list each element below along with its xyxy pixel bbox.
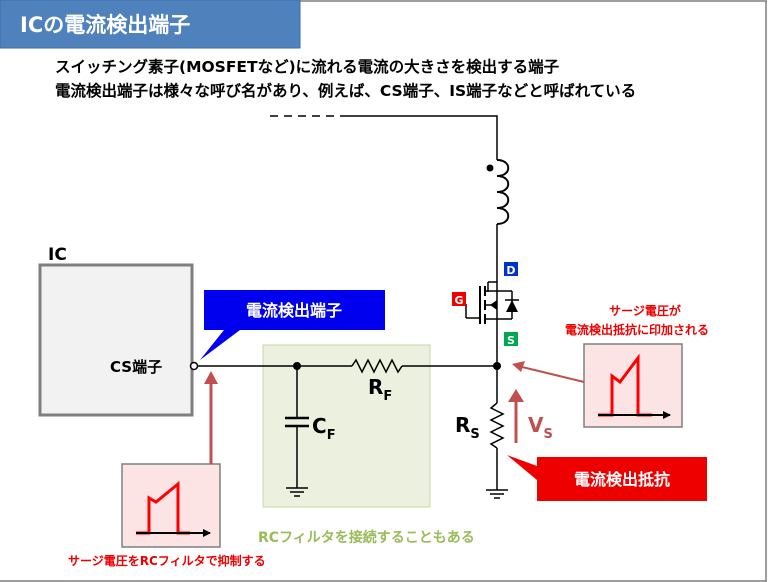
cf-ground-icon bbox=[286, 487, 308, 497]
source-label: S bbox=[507, 334, 515, 347]
rs-resistor bbox=[489, 402, 505, 449]
description-line-1: スイッチング素子(MOSFETなど)に流れる電流の大きさを検出する端子 bbox=[55, 57, 560, 76]
surge-waveform-panel-left bbox=[121, 463, 221, 548]
cs-pin-terminal bbox=[189, 361, 199, 371]
vs-arrow-icon bbox=[508, 389, 524, 402]
cs-terminal-callout bbox=[200, 290, 385, 360]
winding-dot bbox=[486, 164, 494, 172]
description-line-2: 電流検出端子は様々な呼び名があり、例えば、CS端子、IS端子などと呼ばれている bbox=[55, 81, 636, 100]
surge-applied-note-1: サージ電圧が bbox=[609, 303, 681, 318]
surge-pointer-right bbox=[517, 365, 585, 383]
surge-suppressed-note: サージ電圧をRCフィルタで抑制する bbox=[68, 553, 266, 568]
drain-tag bbox=[504, 262, 518, 276]
transformer-winding bbox=[496, 159, 510, 225]
ic-block bbox=[38, 263, 194, 417]
rs-ground-icon bbox=[486, 489, 508, 499]
mosfet-symbol bbox=[465, 281, 519, 366]
source-tag bbox=[504, 332, 518, 346]
page-title: ICの電流検出端子 bbox=[20, 13, 190, 37]
cf-label: CF bbox=[312, 414, 336, 443]
drain-label: D bbox=[506, 264, 515, 277]
title-bar bbox=[0, 0, 301, 49]
sense-resistor-callout bbox=[507, 455, 707, 501]
surge-pointer-left-icon bbox=[204, 371, 218, 384]
rf-label: RF bbox=[368, 375, 392, 404]
vs-label: VS bbox=[528, 413, 553, 442]
cs-pin-label: CS端子 bbox=[110, 358, 162, 376]
gate-label: G bbox=[454, 294, 463, 307]
surge-applied-note-2: 電流検出抵抗に印加される bbox=[565, 322, 709, 337]
gate-tag bbox=[452, 292, 466, 306]
rs-label: RS bbox=[455, 413, 480, 442]
ic-label: IC bbox=[48, 245, 67, 265]
sense-resistor-callout-text: 電流検出抵抗 bbox=[574, 470, 670, 489]
cs-terminal-callout-text: 電流検出端子 bbox=[246, 301, 342, 320]
rf-resistor bbox=[351, 358, 403, 374]
supply-wire bbox=[346, 115, 498, 160]
surge-pointer-right-icon bbox=[512, 361, 525, 372]
rc-filter-note: RCフィルタを接続することもある bbox=[258, 529, 475, 546]
